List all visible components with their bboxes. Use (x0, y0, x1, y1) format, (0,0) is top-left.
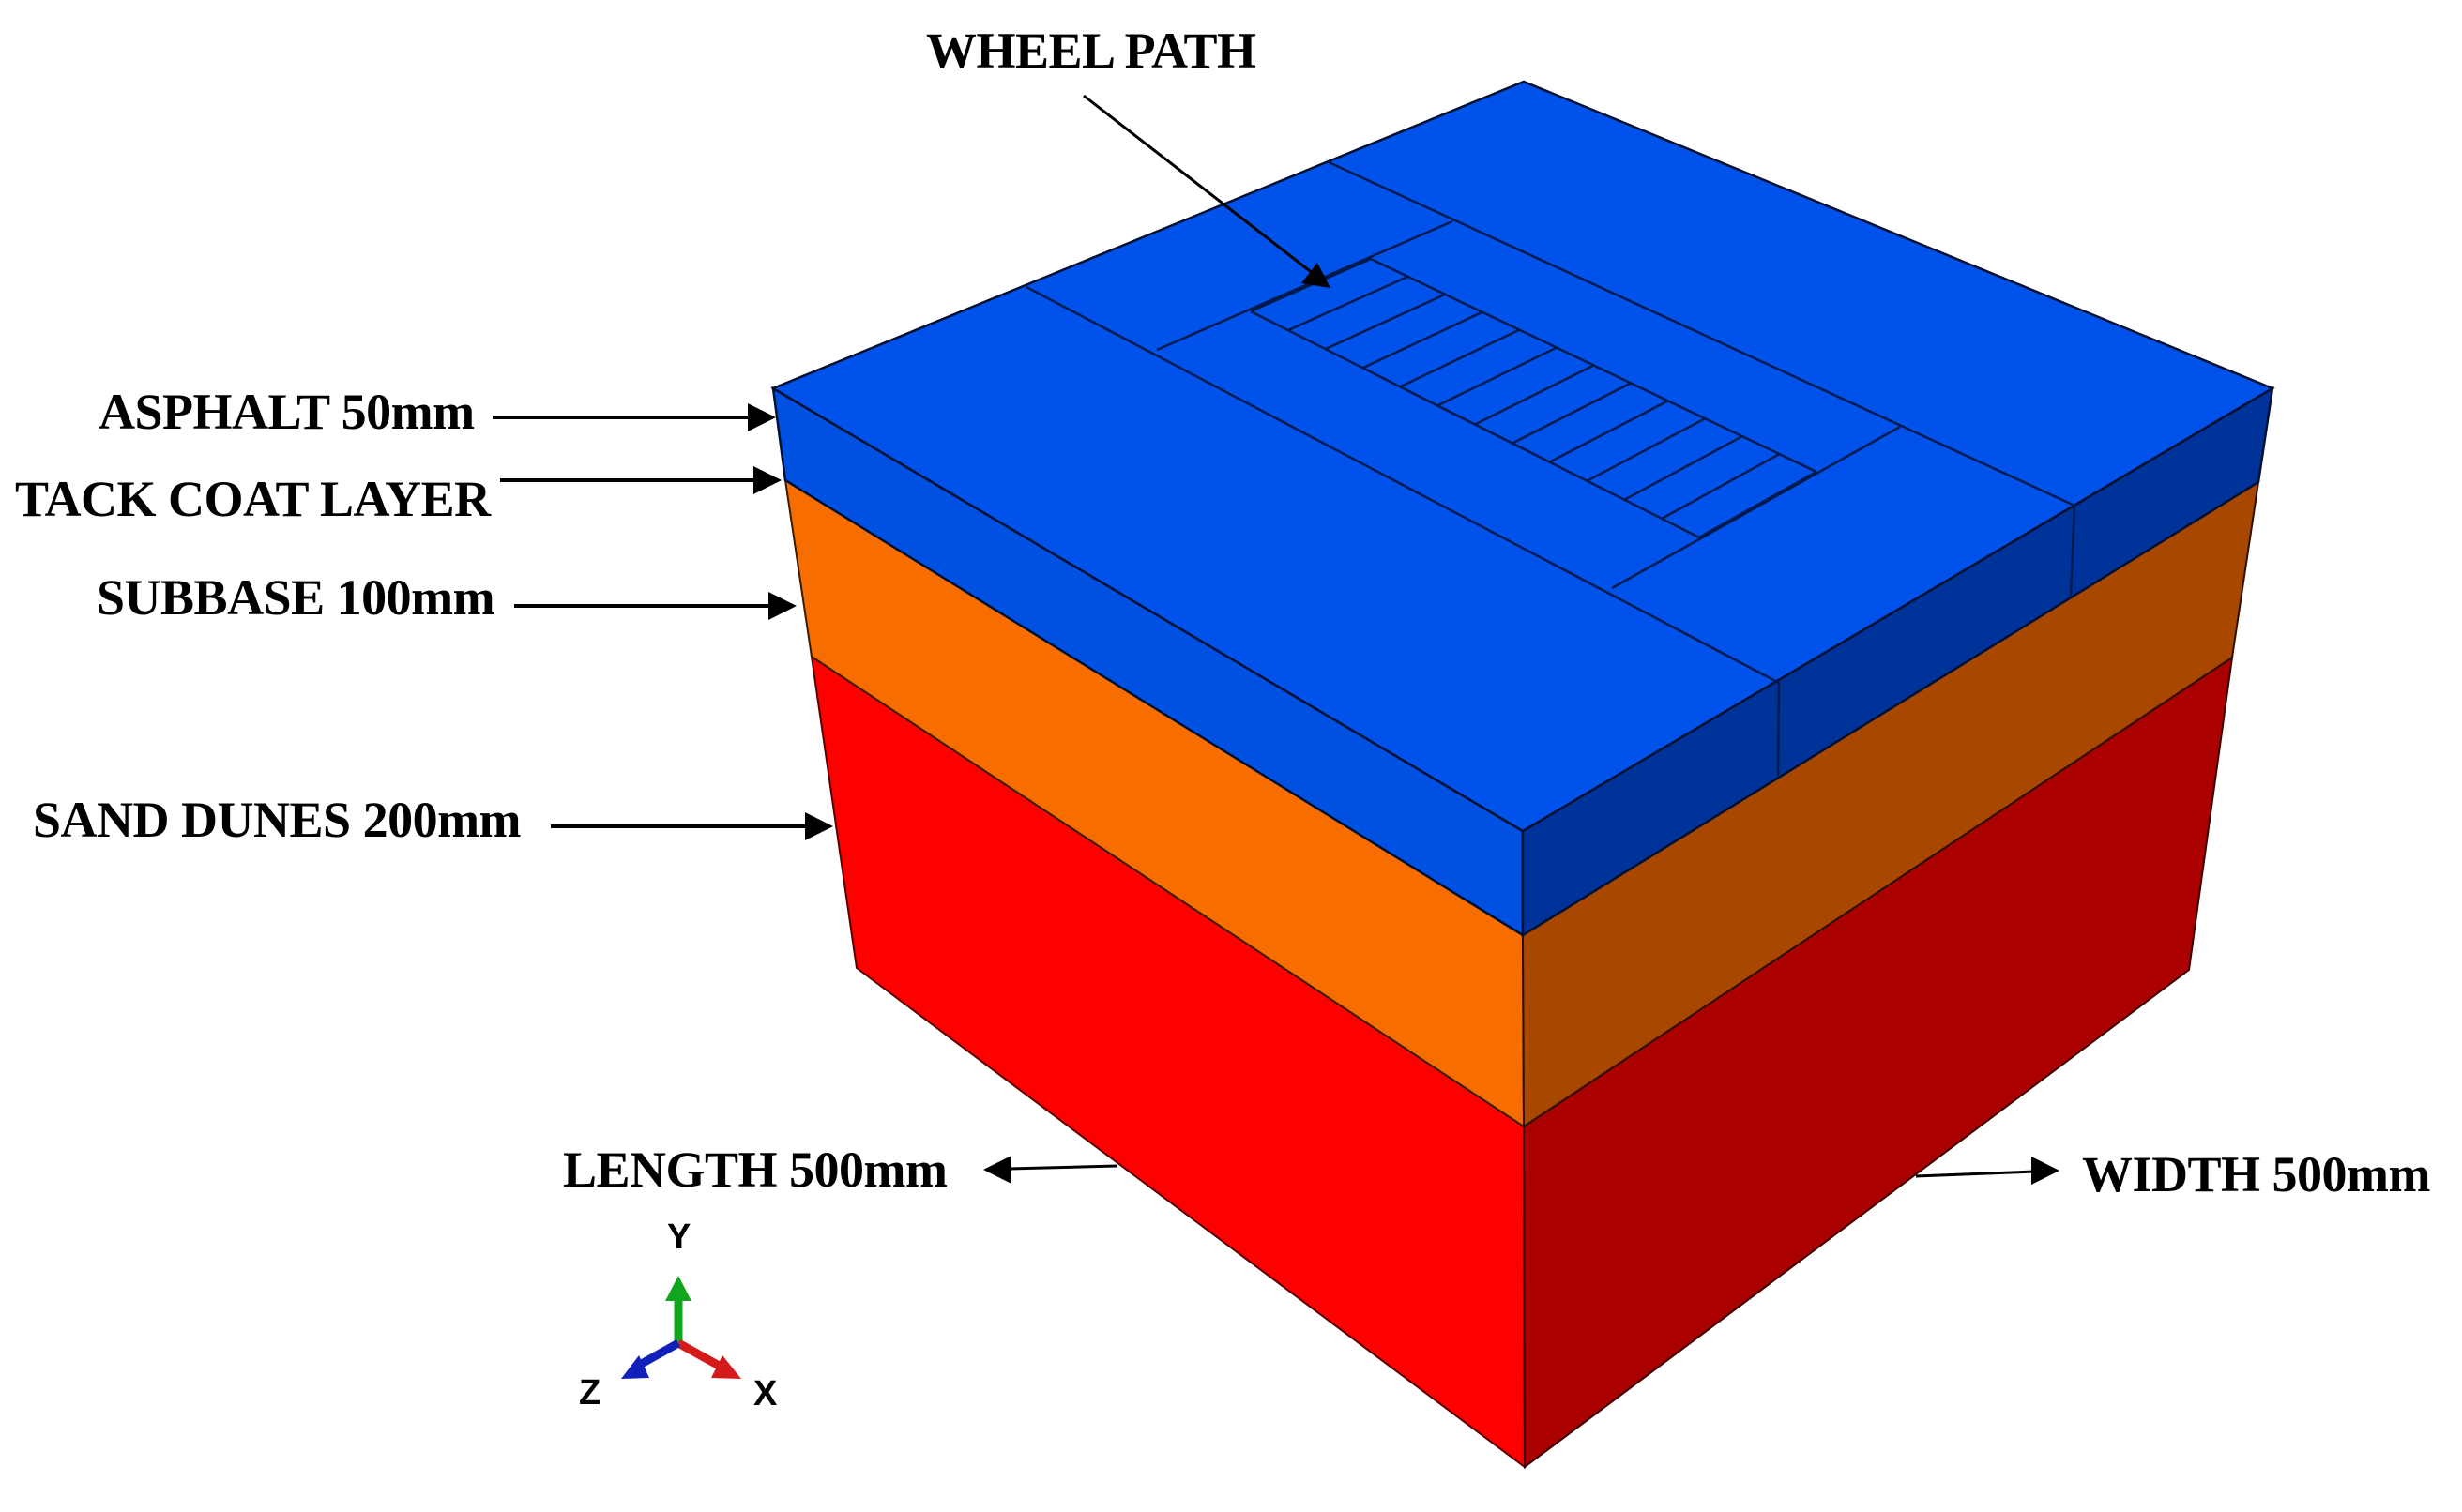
tack-coat-arrowhead-icon (753, 466, 782, 494)
width-label: WIDTH 500mm (2082, 1146, 2431, 1202)
axis-y-arrowhead-icon (665, 1276, 691, 1301)
partition-line-2 (1326, 159, 2075, 507)
wheel-path-division-line (1623, 435, 1743, 501)
axis-y-label: Y (667, 1217, 691, 1257)
length-arrowhead-icon (983, 1156, 1011, 1184)
tack-coat-label: TACK COAT LAYER (15, 471, 491, 527)
partition-line-2-side (2069, 505, 2076, 597)
callout-arrows (493, 94, 2059, 1185)
axis-triad-icon (621, 1276, 741, 1379)
wheel-path-division-line (1325, 293, 1446, 351)
partition-line-1 (1026, 285, 1780, 685)
width-arrowhead-icon (2031, 1157, 2059, 1185)
width-arrow (1915, 1170, 2035, 1178)
sand-dunes-arrowhead-icon (805, 812, 833, 840)
axis-z-arrowhead-icon (621, 1355, 649, 1379)
length-arrow (1008, 1164, 1117, 1171)
wheel-path-division-line (1661, 452, 1781, 521)
asphalt-arrowhead-icon (748, 403, 776, 431)
wheel-path-division-line (1436, 346, 1558, 407)
subbase-arrowhead-icon (768, 592, 797, 620)
axis-x-shaft (676, 1339, 725, 1371)
axis-x-arrowhead-icon (711, 1355, 741, 1379)
partition-line-1-side (1776, 682, 1781, 779)
inner-rect-top-edge (1156, 219, 1453, 352)
axis-x-label: X (753, 1374, 778, 1414)
sand-dunes-label: SAND DUNES 200mm (33, 792, 522, 848)
asphalt-label: ASPHALT 50mm (99, 384, 475, 440)
asphalt-top-face (770, 80, 2275, 833)
wheel-path-division-line (1512, 382, 1632, 445)
wheel-path-strip (1250, 257, 1817, 539)
wheel-path-division-line (1399, 328, 1520, 388)
wheel-path-division-line (1698, 470, 1817, 539)
wheel-path-division-line (1586, 417, 1706, 482)
top-face-partitions (1026, 159, 2076, 779)
wheel-path-arrowhead-icon (1301, 263, 1330, 288)
wheel-path-division-line (1287, 275, 1409, 332)
wheel-path-division-line (1474, 364, 1595, 426)
subbase-label: SUBBASE 100mm (97, 569, 495, 626)
wheel-path-division-line (1361, 310, 1483, 370)
wheel-path-division-line (1549, 400, 1669, 463)
axis-z-label: Z (579, 1373, 601, 1413)
wheel-path-label: WHEEL PATH (926, 23, 1256, 79)
wheel-path-division-line (1250, 257, 1372, 313)
inner-rect-bottom-edge (1611, 425, 1901, 590)
axis-z-shaft (635, 1339, 681, 1369)
wheel-path-pointer (1083, 94, 1315, 276)
length-label: LENGTH 500mm (563, 1142, 948, 1198)
